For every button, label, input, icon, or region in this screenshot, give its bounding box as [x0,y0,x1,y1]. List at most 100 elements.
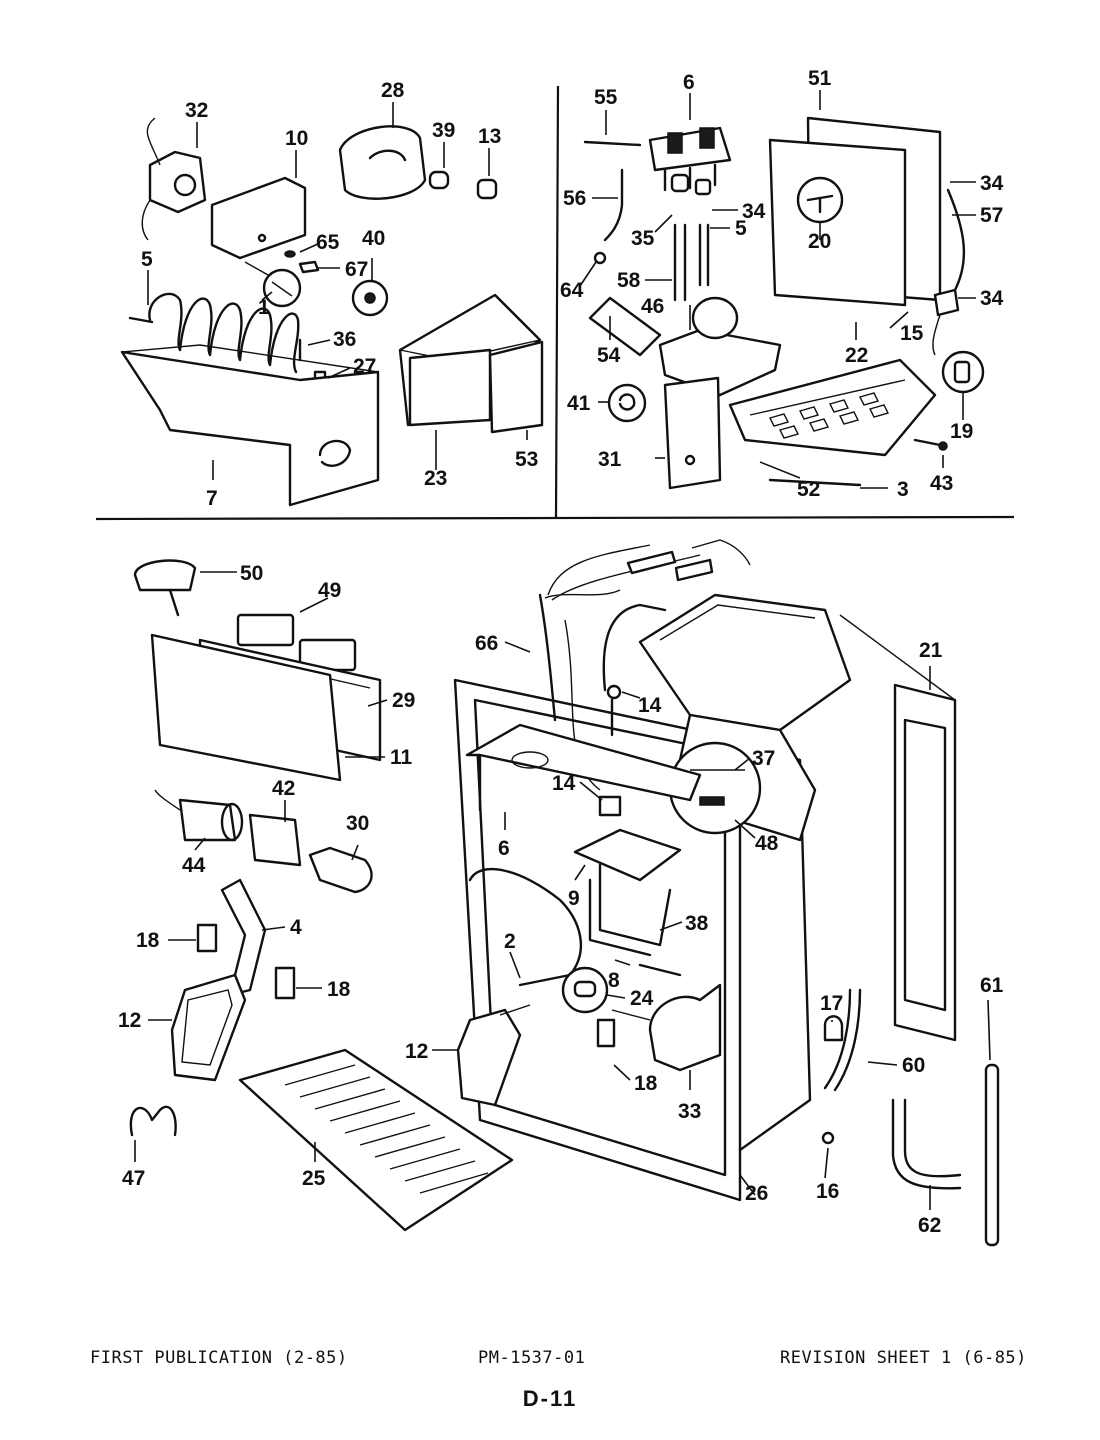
callout-12b: 12 [405,1040,428,1063]
callout-6b: 6 [498,837,510,860]
callout-7: 7 [206,487,218,510]
callout-47: 47 [122,1167,145,1190]
part-19-clip-detail [941,350,985,394]
part-10-cover [210,176,307,260]
part-43-screw [913,438,948,451]
part-65-washer [284,250,296,258]
callout-labels: 32 10 28 39 13 65 40 67 1 5 36 27 7 23 5… [118,67,1004,1237]
callout-8: 8 [608,969,620,992]
part-18-spring-clip-right [274,966,296,1000]
callout-53: 53 [515,448,538,471]
callout-39: 39 [432,119,455,142]
callout-23: 23 [424,467,447,490]
part-26-dispenser-frame [453,678,812,1202]
callout-24: 24 [630,987,654,1010]
callout-28: 28 [381,79,405,102]
part-56-inlet-tube [603,168,624,242]
part-5-heater-coil [128,292,300,374]
part-18-clip-bottom [596,1018,616,1048]
part-3-shaft [768,478,862,487]
callout-36: 36 [333,328,356,351]
part-55-tube [583,140,642,147]
callout-56: 56 [563,187,586,210]
callout-3: 3 [897,478,909,501]
callout-1: 1 [258,296,270,319]
part-4-lever-arm [220,878,267,997]
part-15-switch [932,288,960,356]
callout-46: 46 [641,295,664,318]
callout-17: 17 [820,992,843,1015]
part-67-pin [298,260,320,274]
part-2-chute-door [468,867,583,987]
part-1-gear-detail [244,261,302,308]
callout-22: 22 [845,344,868,367]
divider-horizontal [95,515,1015,521]
part-40-cam [351,279,389,317]
part-58-tube [673,223,687,302]
part-18-spring-clip [196,923,218,953]
callout-12a: 12 [118,1009,141,1032]
callout-19: 19 [950,420,973,443]
divider-vertical [554,85,560,519]
part-24-damper-detail [561,966,609,1014]
part-38-wire-frame [588,863,672,957]
callout-34a: 34 [742,200,766,223]
part-64-ferrule [593,251,607,265]
part-42-sleeve [248,813,302,867]
part-50-switch [133,559,197,617]
callout-32: 32 [185,99,208,122]
part-16-clip [821,1131,835,1145]
callout-40: 40 [362,227,385,250]
first-publication-note: FIRST PUBLICATION (2-85) [90,1348,348,1368]
callout-27: 27 [353,355,376,378]
callout-16: 16 [816,1180,839,1203]
callout-52: 52 [797,478,820,501]
callout-5a: 5 [141,248,153,271]
part-21-duct-panel [839,614,957,1042]
part-53-panel [488,340,544,434]
callout-44: 44 [182,854,206,877]
part-11-bracket [150,633,342,782]
part-35-nut [670,173,690,193]
callout-26: 26 [745,1182,768,1205]
callout-34b: 34 [980,172,1004,195]
part-6-panel [465,723,702,812]
part-30-lamp [308,846,373,894]
callout-2: 2 [504,930,516,953]
part-33-solenoid [611,983,722,1072]
part-52-ice-mold [728,358,937,457]
part-47-spring [129,1105,177,1137]
callout-64: 64 [560,279,584,302]
part-32-timer-motor [141,117,207,241]
callout-41: 41 [567,392,591,415]
part-14-clamp-lower [598,795,622,817]
callout-9: 9 [568,887,580,910]
callout-15: 15 [900,322,924,345]
callout-13: 13 [478,125,501,148]
callout-66: 66 [475,632,498,655]
callout-11: 11 [390,746,413,769]
part-62-elbow-tube [891,1098,962,1190]
callout-14b: 14 [552,772,576,795]
callout-51: 51 [808,67,832,90]
callout-18c: 18 [634,1072,658,1095]
part-9-bracket [573,828,682,882]
part-13-cap [476,178,498,200]
callout-54: 54 [597,344,621,367]
callout-49: 49 [318,579,341,602]
part-5-tube [698,223,710,287]
callout-30: 30 [346,812,369,835]
callout-6a: 6 [683,71,695,94]
part-60-drain-tube [823,988,862,1092]
part-41-cam-detail [607,383,647,423]
part-25-grille [238,1048,514,1232]
part-44-socket [154,789,244,842]
callout-10: 10 [285,127,308,150]
callout-29: 29 [392,689,415,712]
part-34-nut [694,178,712,196]
callout-14a: 14 [638,694,662,717]
part-61-straight-tube [984,1063,1000,1247]
part-31-mounting-plate [663,376,722,490]
callout-37: 37 [752,747,775,770]
